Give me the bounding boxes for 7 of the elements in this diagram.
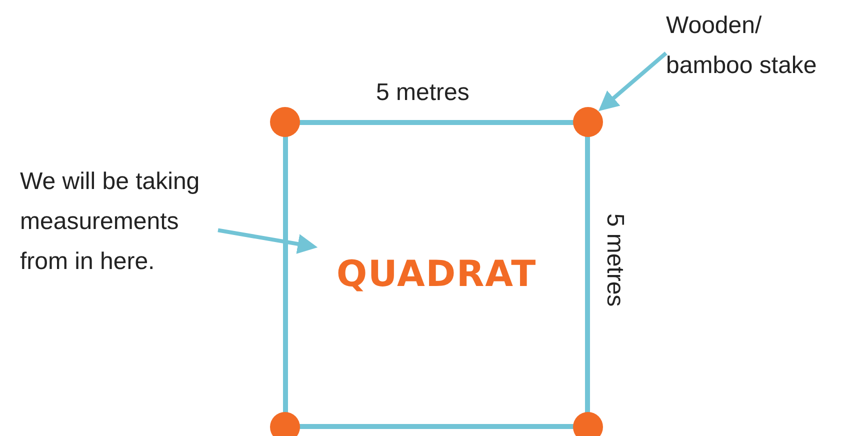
arrow [218, 228, 318, 254]
dimension-label: 5 metres [376, 78, 470, 108]
annotation-text: Wooden/ bamboo stake [666, 6, 846, 82]
arrow [598, 52, 668, 112]
dimension-label: 5 metres [601, 213, 630, 307]
quadrat-title: QUADRAT [336, 252, 537, 296]
annotation-text: We will be taking measurements from in here. [20, 162, 218, 286]
